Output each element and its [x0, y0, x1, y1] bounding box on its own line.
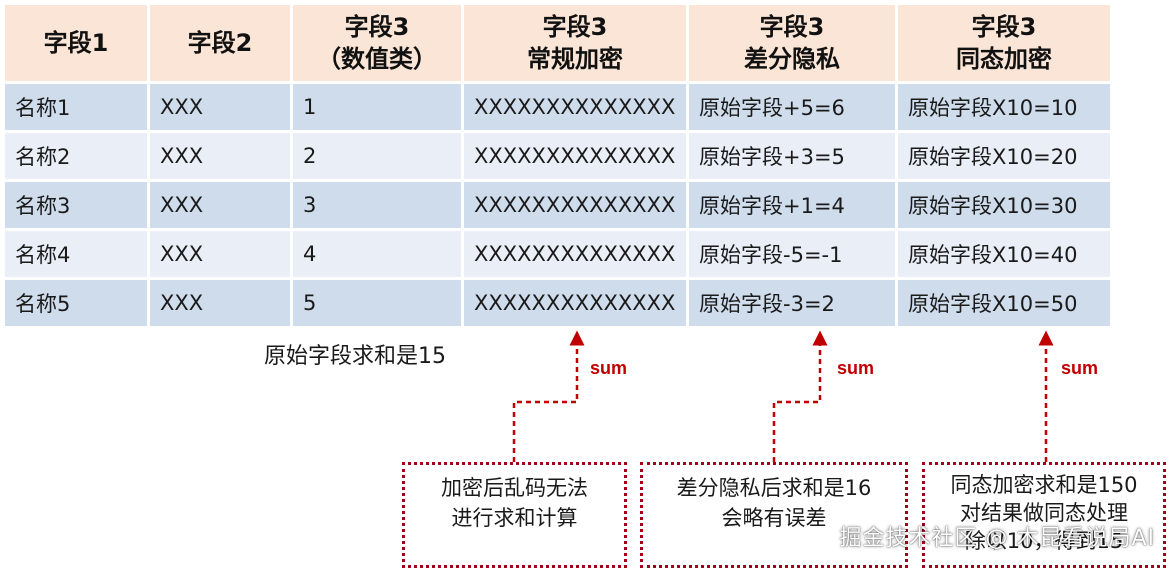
cell-value: 1: [293, 84, 461, 130]
cell-field2: XXX: [150, 231, 290, 277]
cell-homomorphic: 原始字段X10=10: [898, 84, 1110, 130]
cell-diff-privacy: 原始字段+3=5: [689, 133, 895, 179]
cell-name: 名称4: [5, 231, 147, 277]
cell-homomorphic: 原始字段X10=20: [898, 133, 1110, 179]
box-line: 会略有误差: [721, 506, 827, 530]
connector-diff-privacy: [772, 330, 828, 462]
cell-field2: XXX: [150, 280, 290, 326]
table-row: 名称1 XXX 1 XXXXXXXXXXXXXX 原始字段+5=6 原始字段X1…: [5, 84, 1110, 130]
cell-encrypted: XXXXXXXXXXXXXX: [464, 280, 686, 326]
cell-value: 3: [293, 182, 461, 228]
table-row: 名称5 XXX 5 XXXXXXXXXXXXXX 原始字段-3=2 原始字段X1…: [5, 280, 1110, 326]
cell-diff-privacy: 原始字段-5=-1: [689, 231, 895, 277]
box-line: 除以10，得到15: [964, 529, 1124, 553]
cell-name: 名称3: [5, 182, 147, 228]
cell-name: 名称2: [5, 133, 147, 179]
table-row: 名称2 XXX 2 XXXXXXXXXXXXXX 原始字段+3=5 原始字段X1…: [5, 133, 1110, 179]
cell-field2: XXX: [150, 182, 290, 228]
cell-homomorphic: 原始字段X10=30: [898, 182, 1110, 228]
box-line: 加密后乱码无法: [441, 476, 588, 500]
cell-encrypted: XXXXXXXXXXXXXX: [464, 84, 686, 130]
cell-value: 5: [293, 280, 461, 326]
box-line: 进行求和计算: [451, 506, 578, 530]
header-field1: 字段1: [5, 5, 147, 81]
cell-encrypted: XXXXXXXXXXXXXX: [464, 182, 686, 228]
cell-diff-privacy: 原始字段+5=6: [689, 84, 895, 130]
cell-diff-privacy: 原始字段-3=2: [689, 280, 895, 326]
cell-field2: XXX: [150, 84, 290, 130]
cell-name: 名称1: [5, 84, 147, 130]
note-box-homomorphic: 同态加密求和是150 对结果做同态处理 除以10，得到15: [922, 462, 1166, 568]
box-line: 同态加密求和是150: [950, 473, 1138, 497]
sum-label-diff-privacy: sum: [837, 358, 875, 378]
cell-value: 2: [293, 133, 461, 179]
original-sum-note: 原始字段求和是15: [264, 344, 446, 369]
table-row: 名称3 XXX 3 XXXXXXXXXXXXXX 原始字段+1=4 原始字段X1…: [5, 182, 1110, 228]
cell-value: 4: [293, 231, 461, 277]
cell-field2: XXX: [150, 133, 290, 179]
box-line: 对结果做同态处理: [960, 501, 1128, 525]
connector-encryption: [512, 330, 585, 462]
table-row: 名称4 XXX 4 XXXXXXXXXXXXXX 原始字段-5=-1 原始字段X…: [5, 231, 1110, 277]
cell-diff-privacy: 原始字段+1=4: [689, 182, 895, 228]
cell-homomorphic: 原始字段X10=50: [898, 280, 1110, 326]
note-box-encryption: 加密后乱码无法 进行求和计算: [402, 462, 627, 568]
cell-homomorphic: 原始字段X10=40: [898, 231, 1110, 277]
note-box-diff-privacy: 差分隐私后求和是16 会略有误差: [640, 462, 908, 568]
header-field2: 字段2: [150, 5, 290, 81]
watermark: 掘金技术社区 @ 木昆看说局AI: [839, 526, 1155, 551]
cell-encrypted: XXXXXXXXXXXXXX: [464, 133, 686, 179]
box-line: 差分隐私后求和是16: [676, 476, 872, 500]
sum-label-homomorphic: sum: [1061, 358, 1099, 378]
header-field3-numeric: 字段3（数值类）: [293, 5, 461, 81]
cell-name: 名称5: [5, 280, 147, 326]
cell-encrypted: XXXXXXXXXXXXXX: [464, 231, 686, 277]
sum-label-encryption: sum: [590, 358, 628, 378]
